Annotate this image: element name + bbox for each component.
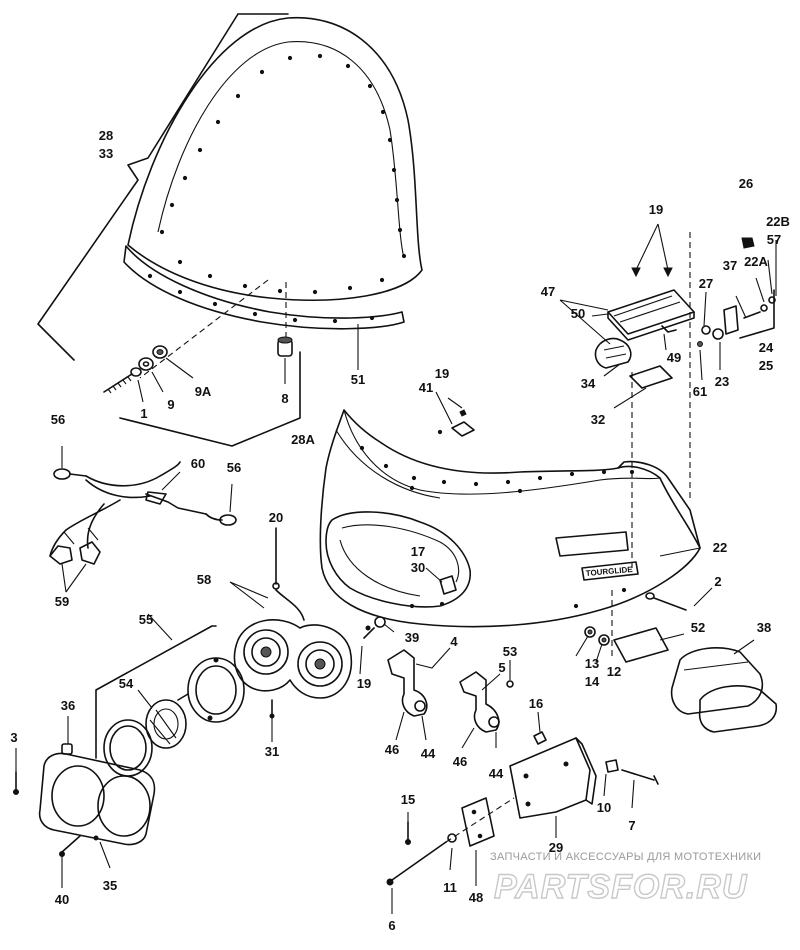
callout-25: 25 bbox=[759, 358, 773, 373]
callout-3: 3 bbox=[10, 730, 17, 745]
callout-6: 6 bbox=[388, 918, 395, 933]
windshield-hardware: 1 9 9A 8 28A 51 bbox=[103, 278, 365, 447]
callout-57: 57 bbox=[767, 232, 781, 247]
callout-41: 41 bbox=[419, 380, 433, 395]
callout-60: 60 bbox=[191, 456, 205, 471]
callout-51: 51 bbox=[351, 372, 365, 387]
callout-24: 24 bbox=[759, 340, 774, 355]
callout-33: 33 bbox=[99, 146, 113, 161]
callout-58: 58 bbox=[197, 572, 211, 587]
callout-9a: 9A bbox=[195, 384, 212, 399]
callout-47: 47 bbox=[541, 284, 555, 299]
callout-15: 15 bbox=[401, 792, 415, 807]
headlight-wiring: 20 58 17 30 22 2 bbox=[197, 510, 727, 621]
watermark-logo: PARTSFOR.RU bbox=[494, 868, 748, 906]
callout-56-right: 56 bbox=[227, 460, 241, 475]
callout-44-right: 44 bbox=[489, 766, 504, 781]
callout-14: 14 bbox=[585, 674, 600, 689]
callout-35: 35 bbox=[103, 878, 117, 893]
callout-17: 17 bbox=[411, 544, 425, 559]
callout-59: 59 bbox=[55, 594, 69, 609]
callout-19-top: 19 bbox=[649, 202, 663, 217]
grommet-parts: 19 41 bbox=[419, 366, 475, 437]
callout-20: 20 bbox=[269, 510, 283, 525]
callout-38: 38 bbox=[757, 620, 771, 635]
callout-22: 22 bbox=[713, 540, 727, 555]
headlight-assembly: 55 54 36 3 31 35 40 bbox=[10, 612, 353, 907]
callout-44-left: 44 bbox=[421, 746, 436, 761]
callout-31: 31 bbox=[265, 744, 279, 759]
callout-7: 7 bbox=[628, 818, 635, 833]
callout-26: 26 bbox=[739, 176, 753, 191]
callout-22b: 22B bbox=[766, 214, 790, 229]
callout-39: 39 bbox=[405, 630, 419, 645]
callout-9: 9 bbox=[167, 397, 174, 412]
callout-10: 10 bbox=[597, 800, 611, 815]
callout-19-bottom: 19 bbox=[357, 676, 371, 691]
callout-19-mid: 19 bbox=[435, 366, 449, 381]
callout-11: 11 bbox=[443, 880, 457, 895]
callout-13: 13 bbox=[585, 656, 599, 671]
callout-53: 53 bbox=[503, 644, 517, 659]
reflector-parts: 13 14 12 52 38 16 10 7 bbox=[529, 620, 778, 833]
upper-right-hardware: 19 26 22B 57 22A 37 27 47 50 49 34 61 23… bbox=[541, 176, 790, 427]
callout-61: 61 bbox=[693, 384, 707, 399]
lower-brackets: 39 19 4 53 5 46 44 46 44 bbox=[357, 616, 517, 781]
windshield: 28 33 bbox=[37, 13, 423, 361]
fairing: TOURGLIDE bbox=[319, 232, 701, 660]
callout-56-left: 56 bbox=[51, 412, 65, 427]
callout-1: 1 bbox=[140, 406, 147, 421]
callout-34: 34 bbox=[581, 376, 596, 391]
callout-4: 4 bbox=[450, 634, 458, 649]
callout-29: 29 bbox=[549, 840, 563, 855]
callout-8: 8 bbox=[281, 391, 288, 406]
watermark-caption: ЗАПЧАСТИ И АКСЕССУАРЫ ДЛЯ МОТОТЕХНИКИ bbox=[490, 851, 761, 863]
callout-12: 12 bbox=[607, 664, 621, 679]
watermark: ЗАПЧАСТИ И АКСЕССУАРЫ ДЛЯ МОТОТЕХНИКИ PA… bbox=[490, 851, 761, 907]
callout-46-right: 46 bbox=[453, 754, 467, 769]
callout-49: 49 bbox=[667, 350, 681, 365]
callout-37: 37 bbox=[723, 258, 737, 273]
callout-52: 52 bbox=[691, 620, 705, 635]
callout-22a: 22A bbox=[744, 254, 768, 269]
wiring-harness: 56 60 56 59 bbox=[49, 412, 241, 609]
callout-46-left: 46 bbox=[385, 742, 399, 757]
callout-55: 55 bbox=[139, 612, 153, 627]
callout-23: 23 bbox=[715, 374, 729, 389]
callout-54: 54 bbox=[119, 676, 134, 691]
callout-28: 28 bbox=[99, 128, 113, 143]
callout-30: 30 bbox=[411, 560, 425, 575]
callout-5: 5 bbox=[498, 660, 505, 675]
callout-2: 2 bbox=[714, 574, 721, 589]
callout-36: 36 bbox=[61, 698, 75, 713]
fairing-badge: TOURGLIDE bbox=[585, 565, 633, 578]
callout-27: 27 bbox=[699, 276, 713, 291]
callout-32: 32 bbox=[591, 412, 605, 427]
callout-28a: 28A bbox=[291, 432, 315, 447]
callout-40: 40 bbox=[55, 892, 69, 907]
callout-48: 48 bbox=[469, 890, 483, 905]
lower-brace: 15 29 11 48 6 bbox=[386, 737, 597, 933]
callout-50: 50 bbox=[571, 306, 585, 321]
callout-16: 16 bbox=[529, 696, 543, 711]
